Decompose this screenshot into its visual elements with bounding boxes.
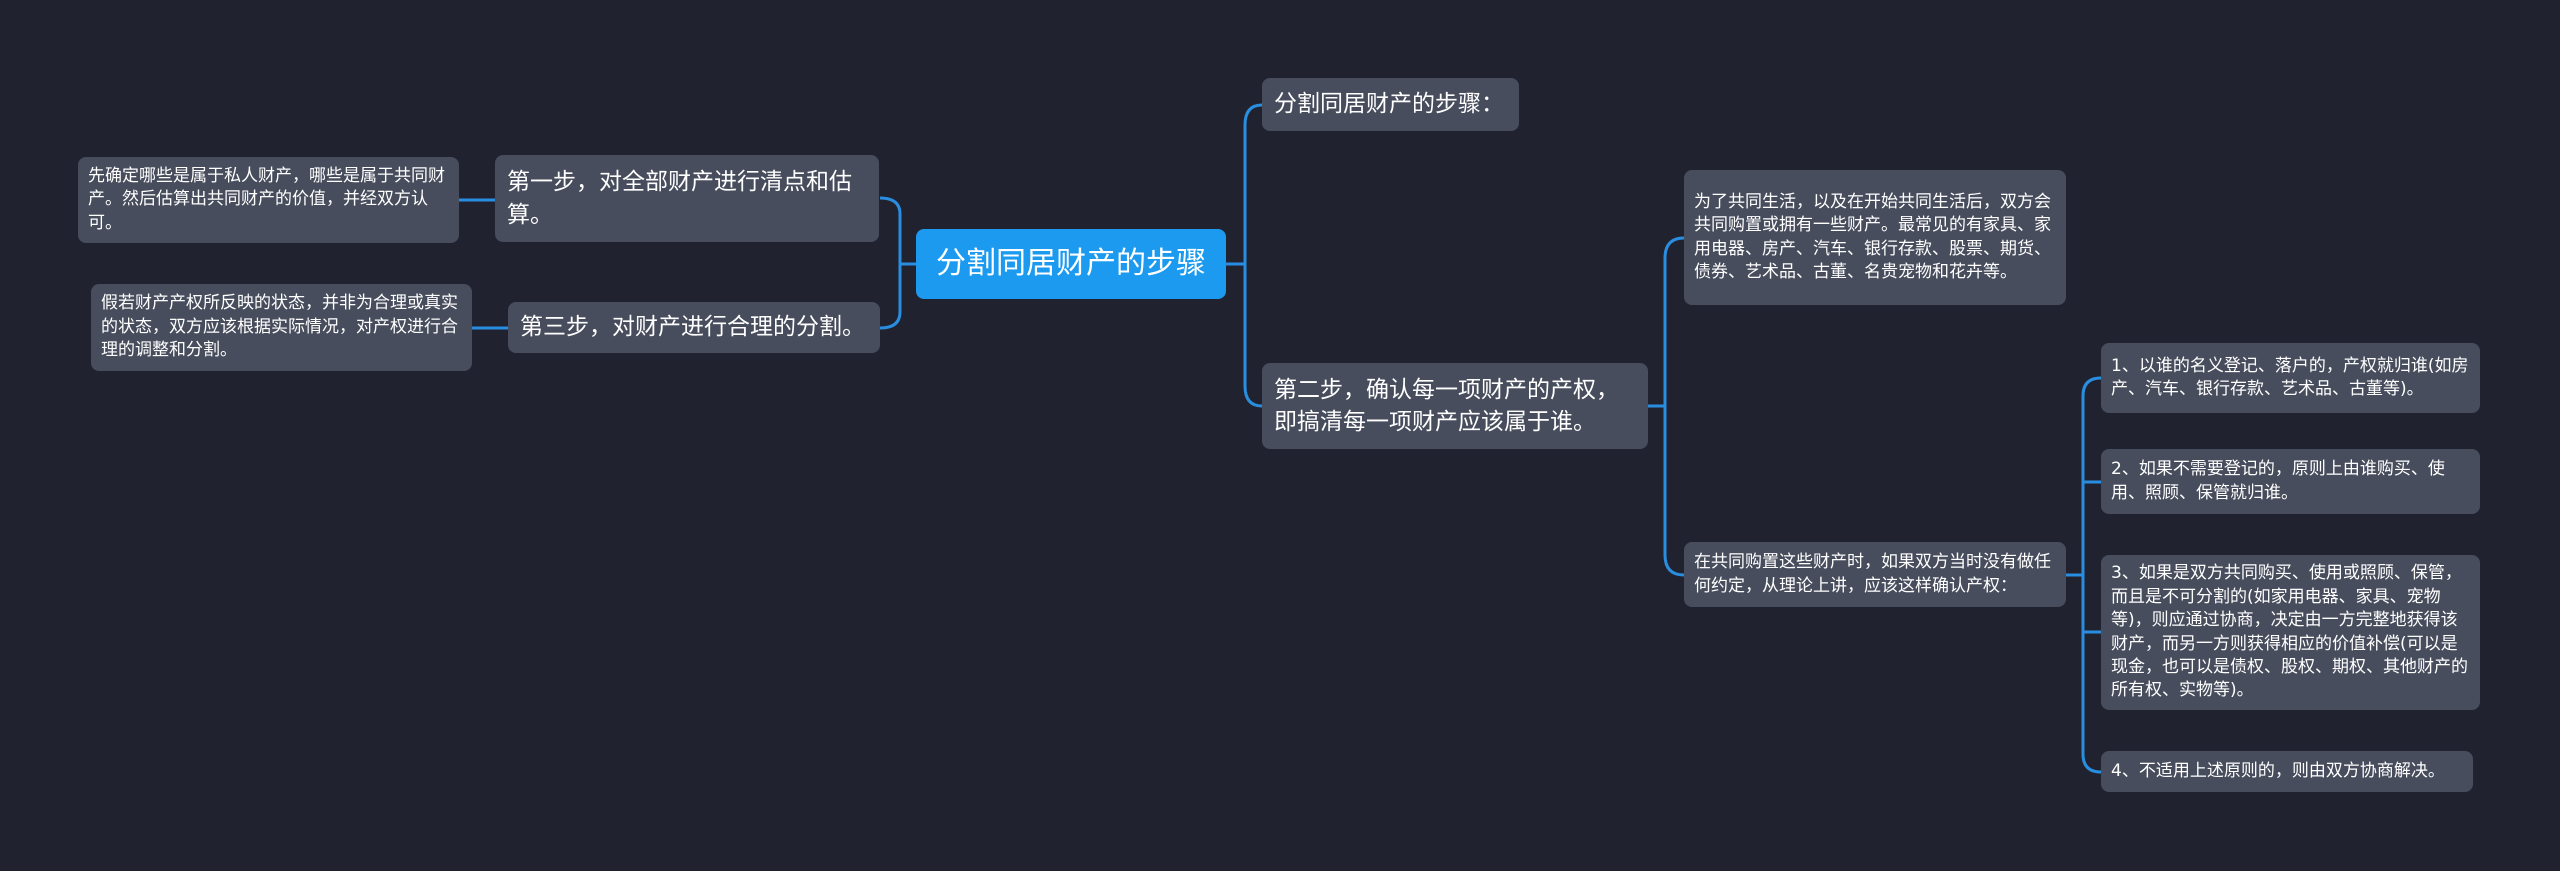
step1-detail: 先确定哪些是属于私人财产，哪些是属于共同财产。然后估算出共同财产的价值，并经双方…	[88, 165, 445, 233]
rule-text: 4、不适用上述原则的，则由双方协商解决。	[2111, 760, 2445, 781]
step1-label: 第一步，对全部财产进行清点和估算。	[507, 169, 852, 228]
step2-description: 为了共同生活，以及在开始共同生活后，双方会共同购置或拥有一些财产。最常见的有家具…	[1694, 191, 2051, 282]
rule-node-3[interactable]: 3、如果是双方共同购买、使用或照顾、保管，而且是不可分割的(如家用电器、家具、宠…	[2101, 555, 2480, 710]
step2-confirm: 在共同购置这些财产时，如果双方当时没有做任何约定，从理论上讲，应该这样确认产权：	[1694, 552, 2051, 596]
rule-text: 3、如果是双方共同购买、使用或照顾、保管，而且是不可分割的(如家用电器、家具、宠…	[2111, 563, 2468, 701]
root-label: 分割同居财产的步骤	[936, 246, 1206, 281]
steps-title-label: 分割同居财产的步骤：	[1274, 91, 1504, 118]
rule-node-4[interactable]: 4、不适用上述原则的，则由双方协商解决。	[2101, 751, 2473, 792]
rule-node-1[interactable]: 1、以谁的名义登记、落户的，产权就归谁(如房产、汽车、银行存款、艺术品、古董等)…	[2101, 343, 2480, 413]
root-node[interactable]: 分割同居财产的步骤	[916, 229, 1226, 299]
rule-text: 1、以谁的名义登记、落户的，产权就归谁(如房产、汽车、银行存款、艺术品、古董等)…	[2111, 355, 2469, 399]
step3-detail-node[interactable]: 假若财产产权所反映的状态，并非为合理或真实的状态，双方应该根据实际情况，对产权进…	[91, 284, 472, 371]
step2-label: 第二步，确认每一项财产的产权，即搞清每一项财产应该属于谁。	[1274, 376, 1619, 435]
rule-node-2[interactable]: 2、如果不需要登记的，原则上由谁购买、使用、照顾、保管就归谁。	[2101, 449, 2480, 514]
step2-description-node[interactable]: 为了共同生活，以及在开始共同生活后，双方会共同购置或拥有一些财产。最常见的有家具…	[1684, 170, 2066, 305]
step1-detail-node[interactable]: 先确定哪些是属于私人财产，哪些是属于共同财产。然后估算出共同财产的价值，并经双方…	[78, 157, 459, 243]
step3-label: 第三步，对财产进行合理的分割。	[520, 314, 865, 341]
step3-detail: 假若财产产权所反映的状态，并非为合理或真实的状态，双方应该根据实际情况，对产权进…	[101, 293, 458, 361]
rule-text: 2、如果不需要登记的，原则上由谁购买、使用、照顾、保管就归谁。	[2111, 459, 2445, 503]
step2-confirm-node[interactable]: 在共同购置这些财产时，如果双方当时没有做任何约定，从理论上讲，应该这样确认产权：	[1684, 542, 2066, 607]
step2-node[interactable]: 第二步，确认每一项财产的产权，即搞清每一项财产应该属于谁。	[1262, 363, 1648, 449]
step3-node[interactable]: 第三步，对财产进行合理的分割。	[508, 302, 880, 353]
step1-node[interactable]: 第一步，对全部财产进行清点和估算。	[495, 155, 879, 242]
steps-title-node[interactable]: 分割同居财产的步骤：	[1262, 78, 1519, 131]
